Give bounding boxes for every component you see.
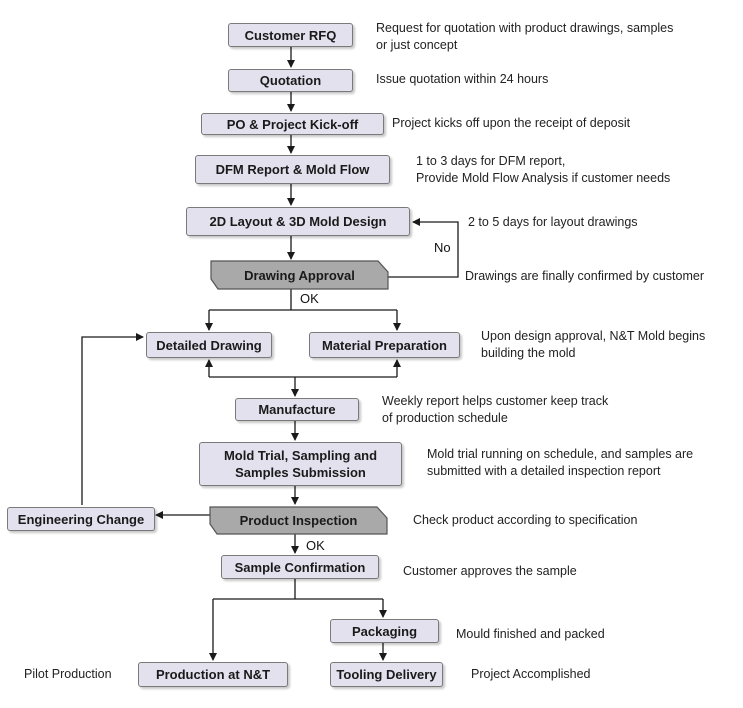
ok-label-approval: OK [300,291,319,306]
note-rfq-line2: or just concept [376,38,458,52]
step-mold-trial-line1: Mold Trial, Sampling and [223,448,378,463]
note-confirmation: Customer approves the sample [403,564,577,578]
note-trial-line1: Mold trial running on schedule, and samp… [427,447,694,461]
step-packaging: Packaging [330,619,439,643]
step-material-preparation-label: Material Preparation [322,337,447,353]
step-manufacture-label: Manufacture [258,402,336,417]
pilot-production-label: Pilot Production [24,667,112,681]
note-kickoff: Project kicks off upon the receipt of de… [392,116,631,130]
step-tooling-delivery: Tooling Delivery [330,662,443,687]
note-trial-line2: submitted with a detailed inspection rep… [427,464,661,478]
step-production-nt: Production at N&T [138,662,288,687]
step-manufacture: Manufacture [235,398,359,421]
step-sample-confirmation: Sample Confirmation [221,555,379,579]
note-packaging: Mould finished and packed [456,627,605,641]
note-delivery: Project Accomplished [471,667,591,681]
step-dfm-report-label: DFM Report & Mold Flow [215,162,370,177]
note-rfq-line1: Request for quotation with product drawi… [376,21,674,35]
step-po-kickoff-label: PO & Project Kick-off [226,116,359,132]
step-production-nt-label: Production at N&T [155,667,271,682]
note-dfm-line2: Provide Mold Flow Analysis if customer n… [416,171,671,185]
step-tooling-delivery-label: Tooling Delivery [336,667,437,682]
step-engineering-change: Engineering Change [7,507,155,531]
note-material-line1: Upon design approval, N&T Mold begins [481,329,706,343]
step-mold-trial: Mold Trial, Sampling and Samples Submiss… [199,442,402,486]
note-inspection: Check product according to specification [413,513,638,527]
ok-label-inspection: OK [306,538,325,553]
note-material-line2: building the mold [481,346,576,360]
step-customer-rfq-label: Customer RFQ [244,27,337,43]
step-engineering-change-label: Engineering Change [17,511,145,527]
step-detailed-drawing-label: Detailed Drawing [156,337,262,353]
step-dfm-report: DFM Report & Mold Flow [195,155,390,184]
product-inspection-label: Product Inspection [239,513,358,528]
step-quotation: Quotation [228,69,353,92]
drawing-approval-decision [210,260,389,290]
step-packaging-label: Packaging [351,623,418,639]
step-quotation-label: Quotation [259,73,322,88]
step-sample-confirmation-label: Sample Confirmation [234,559,366,575]
step-po-kickoff: PO & Project Kick-off [201,113,384,135]
note-manufacture-line2: of production schedule [382,411,508,425]
note-approval: Drawings are finally confirmed by custom… [465,269,704,283]
no-label: No [434,240,451,255]
step-material-preparation: Material Preparation [309,332,460,358]
engineering-loop-line [81,333,144,505]
drawing-approval-label: Drawing Approval [244,267,355,283]
step-2d-layout: 2D Layout & 3D Mold Design [186,207,410,236]
note-manufacture-line1: Weekly report helps customer keep track [382,394,609,408]
product-inspection-decision [209,506,388,535]
no-loop-line [388,218,459,278]
note-dfm-line1: 1 to 3 days for DFM report, [416,154,566,168]
note-layout: 2 to 5 days for layout drawings [468,215,638,229]
step-2d-layout-label: 2D Layout & 3D Mold Design [209,214,387,229]
step-mold-trial-line2: Samples Submission [235,465,366,480]
step-detailed-drawing: Detailed Drawing [146,332,272,358]
note-quotation: Issue quotation within 24 hours [376,72,549,86]
step-customer-rfq: Customer RFQ [228,23,353,47]
